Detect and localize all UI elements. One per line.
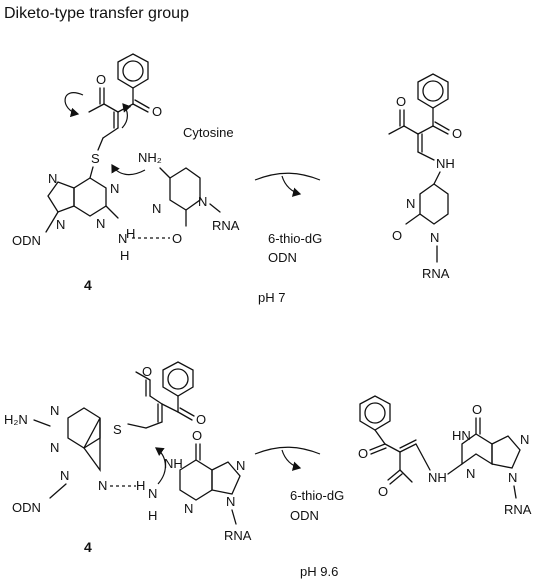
- atom-NH-guanine: NH: [164, 456, 183, 471]
- atom-NH-product: NH: [436, 156, 455, 171]
- atom-O-benzoyl: O: [152, 104, 162, 119]
- atom-RNA-cytosine: RNA: [212, 218, 240, 233]
- atom-HN-product: HN: [452, 428, 471, 443]
- atom-N-guanine: N: [184, 501, 193, 516]
- atom-S-bottom: S: [113, 422, 122, 437]
- atom-O-product-benzoyl: O: [452, 126, 462, 141]
- reagent-bottom-1: 6-thio-dG: [290, 488, 344, 503]
- reaction-arrow-bottom: [254, 446, 321, 455]
- atom-N-product-2: N: [430, 230, 439, 245]
- atom-O-acetyl: O: [96, 72, 106, 87]
- atom-RNA-product: RNA: [422, 266, 450, 281]
- atom-H-bridge: H: [126, 226, 135, 241]
- atom-O-bottom-benzoyl: O: [196, 412, 206, 427]
- curved-arrow-bottom: [155, 447, 166, 485]
- phenyl-ring: [117, 53, 149, 89]
- atom-H-bottom: H: [148, 508, 157, 523]
- atom-N1-cytosine: N: [198, 194, 207, 209]
- compound-label-bottom: 4: [84, 539, 92, 555]
- atom-H2N-bottom: H₂N: [4, 412, 28, 427]
- atom-N1: N: [110, 181, 119, 196]
- guanine-five-ring: [211, 461, 241, 495]
- atom-N-product-guanine: N: [466, 466, 475, 481]
- guanine-six-ring: [179, 459, 213, 501]
- cytosine-label: Cytosine: [183, 125, 234, 140]
- top-product: O O NH N N O RNA: [388, 73, 462, 281]
- scheme-title: Diketo-type transfer group: [4, 5, 189, 22]
- condition-top: pH 7: [258, 290, 285, 305]
- atom-NH: N: [118, 231, 127, 246]
- atom-NH2: NH₂: [138, 150, 162, 165]
- atom-N7-bottom: N: [98, 478, 107, 493]
- reagent-top-2: ODN: [268, 250, 297, 265]
- atom-H-bridge-bottom: H: [136, 478, 145, 493]
- phenyl-ring-product-bottom: [359, 395, 391, 431]
- bottom-reactant: O O S H₂N N N N N ODN H N H O NH N N: [4, 361, 252, 555]
- atom-O-bottom-acetyl: O: [142, 364, 152, 379]
- atom-O-cytosine: O: [172, 231, 182, 246]
- atom-N9: N: [56, 217, 65, 232]
- purine-five-ring-bottom: [83, 417, 101, 472]
- atom-NH-product-bottom: NH: [428, 470, 447, 485]
- curved-arrow-3: [111, 163, 146, 176]
- condition-bottom: pH 9.6: [300, 564, 338, 579]
- phenyl-aromatic-circle-4: [364, 402, 386, 424]
- compound-label-top: 4: [84, 277, 92, 293]
- atom-N9-bottom: N: [60, 468, 69, 483]
- atom-ODN-bottom: ODN: [12, 500, 41, 515]
- cytosine-ring-product: [419, 183, 449, 225]
- top-reaction-arrow: 6-thio-dG ODN pH 7: [254, 172, 322, 305]
- curved-arrow-1: [64, 92, 84, 118]
- cytosine-ring: [169, 167, 201, 211]
- atom-RNA-product-bottom: RNA: [504, 502, 532, 517]
- bottom-reaction-arrow: 6-thio-dG ODN pH 9.6: [254, 446, 344, 579]
- curved-arrow-2: [121, 103, 132, 129]
- reagent-top-1: 6-thio-dG: [268, 231, 322, 246]
- bottom-product: O O NH O HN N N N RNA: [358, 395, 532, 517]
- atom-N3-bottom: N: [50, 440, 59, 455]
- phenyl-ring-bottom: [162, 361, 194, 397]
- atom-RNA-guanine: RNA: [224, 528, 252, 543]
- atom-ODN: ODN: [12, 233, 41, 248]
- reaction-arrow-top: [254, 172, 321, 181]
- atom-O-product-acetyl: O: [396, 94, 406, 109]
- atom-N3: N: [96, 216, 105, 231]
- atom-N-product: N: [406, 196, 415, 211]
- guanine-product-five-ring: [491, 435, 521, 469]
- release-arrow-top: [281, 175, 302, 197]
- atom-H: H: [120, 248, 129, 263]
- atom-N7: N: [48, 171, 57, 186]
- atom-O-guanine: O: [192, 428, 202, 443]
- atom-N3-cytosine: N: [152, 201, 161, 216]
- atom-O-product-guanine: O: [472, 402, 482, 417]
- atom-N7-guanine: N: [236, 458, 245, 473]
- phenyl-aromatic-circle-3: [167, 368, 189, 390]
- atom-O-product-bottom-acetyl: O: [378, 484, 388, 499]
- phenyl-ring-product-top: [417, 73, 449, 109]
- top-reactant: O O S N N N N ODN N H H 4 Cytosine NH₂: [12, 53, 240, 293]
- atom-N7-product: N: [520, 432, 529, 447]
- purine-six-ring: [73, 177, 107, 217]
- release-arrow-bottom: [281, 449, 302, 471]
- atom-S: S: [91, 151, 100, 166]
- atom-N1-bottom: N: [50, 403, 59, 418]
- phenyl-aromatic-circle: [122, 60, 144, 82]
- purine-five-ring: [47, 181, 75, 213]
- atom-N-bridge-bottom: N: [148, 486, 157, 501]
- atom-O-product-cytosine: O: [392, 228, 402, 243]
- atom-N9-product: N: [508, 470, 517, 485]
- atom-O-product-bottom-benzoyl: O: [358, 446, 368, 461]
- atom-N9-guanine: N: [226, 494, 235, 509]
- phenyl-aromatic-circle-2: [422, 80, 444, 102]
- reagent-bottom-2: ODN: [290, 508, 319, 523]
